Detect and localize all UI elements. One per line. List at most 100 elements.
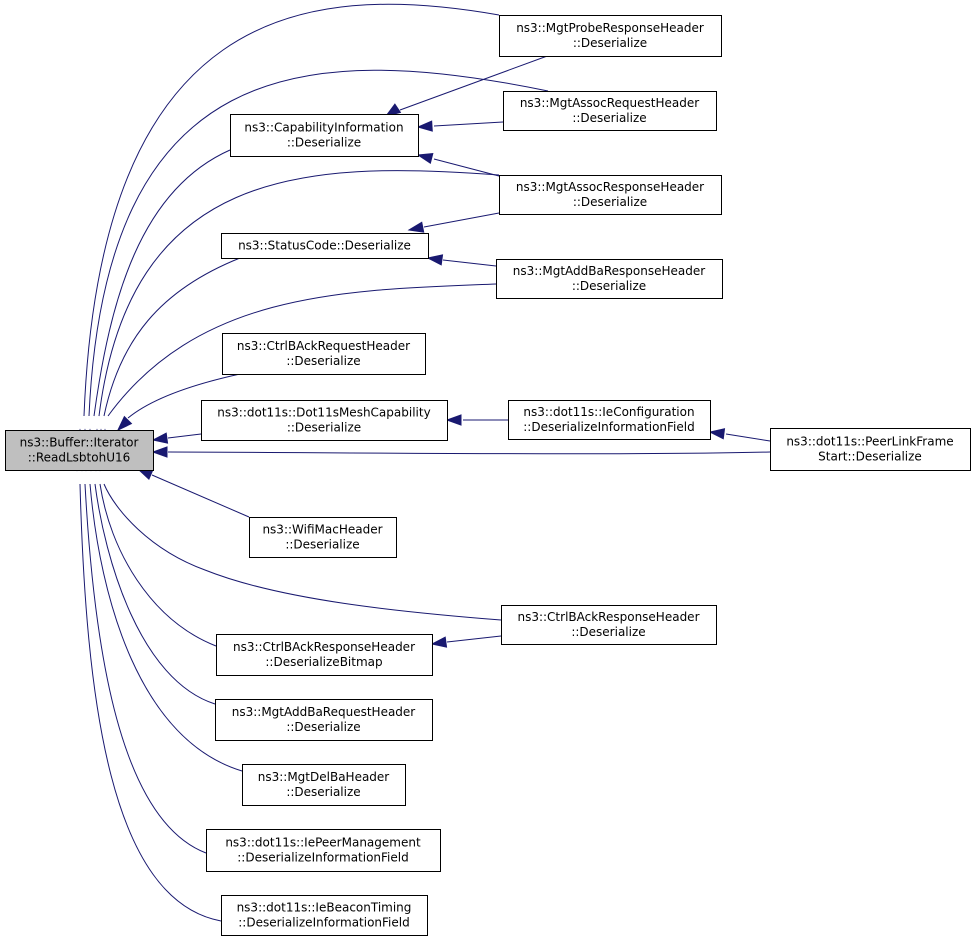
edge-ie_beacon-to-root (79, 483, 222, 922)
node-peer-link[interactable]: ns3::dot11s::PeerLinkFrameStart::Deseria… (770, 428, 971, 471)
edge-addba_req-to-root (94, 483, 216, 705)
edge-ie_peer-to-root (84, 483, 207, 854)
node-label-line1: ns3::CapabilityInformation (244, 121, 403, 135)
node-box (201, 400, 448, 441)
node-label-line2: ::Deserialize (287, 421, 361, 435)
node-label-line1: ns3::CtrlBAckResponseHeader (233, 640, 415, 654)
node-ie-beacon[interactable]: ns3::dot11s::IeBeaconTiming::Deserialize… (221, 895, 428, 936)
node-ctrl-baresp-bitmap[interactable]: ns3::CtrlBAckResponseHeader::Deserialize… (216, 634, 433, 676)
node-box (221, 895, 428, 936)
node-ctrl-baresp[interactable]: ns3::CtrlBAckResponseHeader::Deserialize (501, 605, 717, 645)
arrowhead-mesh_cap-to-root (151, 432, 169, 444)
node-box (242, 764, 406, 806)
node-label-line1: ns3::MgtAddBaRequestHeader (232, 705, 416, 719)
arrowhead-assoc_resp-to-cap_info (416, 152, 434, 165)
edge-peer_link-to-ie_config (725, 433, 771, 442)
node-box (230, 114, 419, 157)
edge-assoc_resp-to-status_code (423, 212, 500, 228)
node-assoc-req[interactable]: ns3::MgtAssocRequestHeader::Deserialize (503, 91, 717, 131)
node-mesh-cap[interactable]: ns3::dot11s::Dot11sMeshCapability::Deser… (201, 400, 448, 441)
nodes-layer: ns3::Buffer::Iterator::ReadLsbtohU16ns3:… (5, 15, 971, 936)
arrowhead-ie_config-to-mesh_cap (445, 414, 462, 426)
node-label-line1: ns3::StatusCode::Deserialize (238, 239, 411, 253)
edge-wifi_mac-to-root (151, 474, 250, 518)
arrowhead-ctrl_baresp-to-ctrl_baresp_bitmap (430, 636, 448, 648)
node-box (215, 699, 433, 741)
node-label-line1: ns3::MgtProbeResponseHeader (516, 21, 704, 35)
node-box (249, 517, 397, 558)
node-box (770, 428, 971, 471)
node-box (216, 634, 433, 676)
edge-cap_info-to-root (93, 149, 231, 417)
node-box (222, 333, 426, 375)
node-label-line2: ::Deserialize (573, 195, 647, 209)
edge-addba_resp-to-status_code (442, 259, 497, 267)
node-label-line1: ns3::dot11s::Dot11sMeshCapability (217, 406, 430, 420)
node-label-line2: ::Deserialize (571, 625, 645, 639)
node-label-line1: ns3::dot11s::IeBeaconTiming (237, 901, 412, 915)
node-box (5, 430, 154, 471)
node-label-line1: ns3::Buffer::Iterator (20, 436, 139, 450)
edge-assoc_resp-to-root (98, 170, 500, 417)
edges-layer (71, 3, 771, 922)
node-label-line2: ::Deserialize (572, 279, 646, 293)
node-wifi-mac[interactable]: ns3::WifiMacHeader::Deserialize (249, 517, 397, 558)
node-probe-resp[interactable]: ns3::MgtProbeResponseHeader::Deserialize (499, 15, 722, 57)
edge-delba-to-root (89, 483, 243, 772)
node-addba-req[interactable]: ns3::MgtAddBaRequestHeader::Deserialize (215, 699, 433, 741)
node-label-line2: ::DeserializeInformationField (238, 916, 409, 930)
edge-assoc_req-to-root (88, 69, 549, 417)
edge-peer_link-to-root (167, 451, 771, 455)
node-label-line1: ns3::WifiMacHeader (262, 523, 382, 537)
node-ctrl-bareq[interactable]: ns3::CtrlBAckRequestHeader::Deserialize (222, 333, 426, 375)
arrowhead-peer_link-to-root (151, 446, 168, 458)
edge-assoc_resp-to-cap_info (433, 158, 500, 177)
node-label-line2: ::ReadLsbtohU16 (28, 451, 131, 465)
node-box (499, 175, 722, 215)
node-ie-config[interactable]: ns3::dot11s::IeConfiguration::Deserializ… (508, 400, 711, 440)
node-status-code[interactable]: ns3::StatusCode::Deserialize (221, 233, 429, 259)
node-label-line1: ns3::MgtAssocResponseHeader (516, 180, 704, 194)
node-label-line1: ns3::MgtDelBaHeader (258, 770, 390, 784)
node-addba-resp[interactable]: ns3::MgtAddBaResponseHeader::Deserialize (496, 259, 723, 299)
node-root[interactable]: ns3::Buffer::Iterator::ReadLsbtohU16 (5, 430, 154, 471)
edge-ctrl_baresp-to-root (103, 483, 502, 621)
node-label-line1: ns3::dot11s::PeerLinkFrame (786, 435, 953, 449)
node-delba[interactable]: ns3::MgtDelBaHeader::Deserialize (242, 764, 406, 806)
arrowhead-assoc_resp-to-status_code (407, 221, 425, 233)
arrowhead-assoc_req-to-cap_info (416, 120, 433, 132)
node-label-line1: ns3::CtrlBAckRequestHeader (237, 339, 410, 353)
edge-ctrl_baresp-to-ctrl_baresp_bitmap (446, 635, 502, 643)
node-box (501, 605, 717, 645)
node-assoc-resp[interactable]: ns3::MgtAssocResponseHeader::Deserialize (499, 175, 722, 215)
node-box (508, 400, 711, 440)
node-label-line2: ::DeserializeBitmap (265, 655, 382, 669)
node-ie-peer[interactable]: ns3::dot11s::IePeerManagement::Deseriali… (206, 829, 441, 872)
node-label-line2: ::Deserialize (287, 136, 361, 150)
arrowhead-addba_resp-to-status_code (426, 254, 444, 266)
edge-probe_resp-to-root (83, 3, 500, 417)
node-label-line1: ns3::MgtAssocRequestHeader (520, 96, 699, 110)
edge-ctrl_baresp_bitmap-to-root (99, 483, 217, 647)
node-cap-info[interactable]: ns3::CapabilityInformation::Deserialize (230, 114, 419, 157)
edge-probe_resp-to-cap_info (399, 54, 551, 111)
node-label-line2: ::Deserialize (572, 111, 646, 125)
node-box (206, 829, 441, 872)
edge-addba_resp-to-root (107, 283, 497, 417)
edge-assoc_req-to-cap_info (433, 121, 504, 127)
arrowhead-ctrl_bareq-to-root (116, 415, 133, 432)
node-box (496, 259, 723, 299)
node-label-line2: ::DeserializeInformationField (237, 851, 408, 865)
node-label-line1: ns3::CtrlBAckResponseHeader (517, 610, 699, 624)
node-box (221, 233, 429, 259)
node-label-line2: ::Deserialize (285, 538, 359, 552)
node-box (499, 15, 722, 57)
edge-ctrl_bareq-to-root (127, 373, 241, 419)
arrowhead-peer_link-to-ie_config (708, 428, 726, 440)
node-label-line1: ns3::dot11s::IePeerManagement (225, 836, 421, 850)
node-label-line1: ns3::dot11s::IeConfiguration (523, 405, 694, 419)
node-label-line1: ns3::MgtAddBaResponseHeader (513, 264, 705, 278)
edge-mesh_cap-to-root (167, 433, 202, 439)
node-label-line2: ::DeserializeInformationField (523, 420, 694, 434)
